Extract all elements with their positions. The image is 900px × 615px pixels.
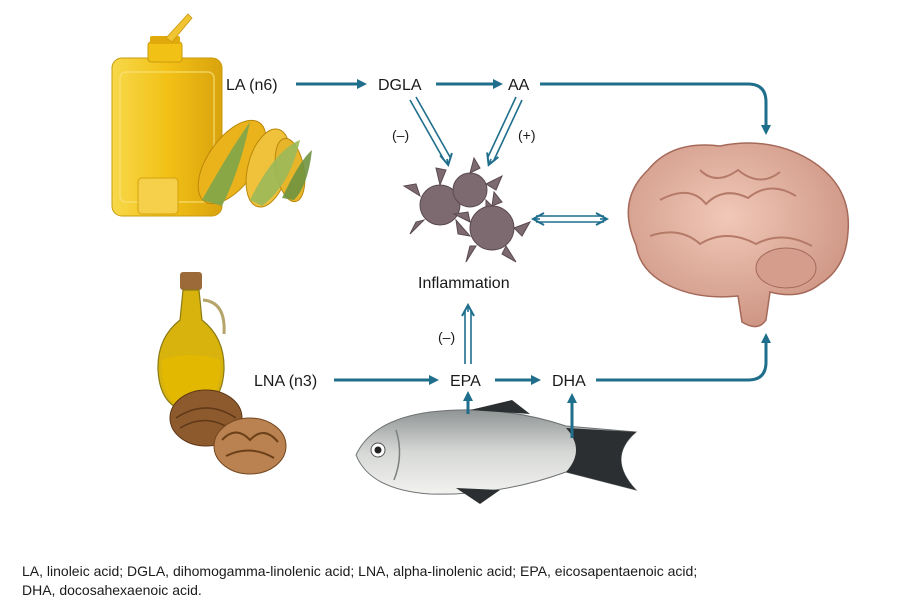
abbreviation-caption: LA, linoleic acid; DGLA, dihomogamma-lin… xyxy=(22,562,882,600)
label-la: LA (n6) xyxy=(226,77,278,94)
fish xyxy=(355,400,638,504)
caption-line-2: DHA, docosahexaenoic acid. xyxy=(22,582,202,598)
label-dha: DHA xyxy=(552,373,586,390)
walnuts xyxy=(169,389,287,475)
vegetable-oil-jug xyxy=(111,13,223,217)
label-aa: AA xyxy=(508,77,530,94)
label-epa: EPA xyxy=(450,373,481,390)
arrow-epa-to-inflammation xyxy=(465,306,471,364)
brain xyxy=(627,142,850,328)
sign-epa-inflammation: (–) xyxy=(438,329,455,345)
fatty-acid-diagram: LA (n6) DGLA AA LNA (n3) EPA DHA Inflamm… xyxy=(111,13,850,504)
corn-cobs xyxy=(197,119,312,208)
label-inflammation: Inflammation xyxy=(418,275,510,292)
label-lna: LNA (n3) xyxy=(254,373,317,390)
arrow-aa-to-inflammation xyxy=(488,96,523,164)
inflammatory-cells xyxy=(402,156,532,263)
label-dgla: DGLA xyxy=(378,77,422,94)
caption-line-1: LA, linoleic acid; DGLA, dihomogamma-lin… xyxy=(22,563,698,579)
sign-dgla-inflammation: (–) xyxy=(392,127,409,143)
arrow-inflammation-brain-bidirectional xyxy=(534,216,606,222)
arrow-dha-to-brain xyxy=(596,333,771,382)
arrow-aa-to-brain xyxy=(540,82,771,135)
inflammation-arrows xyxy=(409,96,606,364)
arrow-dgla-to-inflammation xyxy=(409,96,450,164)
pathway-arrows xyxy=(296,79,771,438)
sign-aa-inflammation: (+) xyxy=(518,127,536,143)
